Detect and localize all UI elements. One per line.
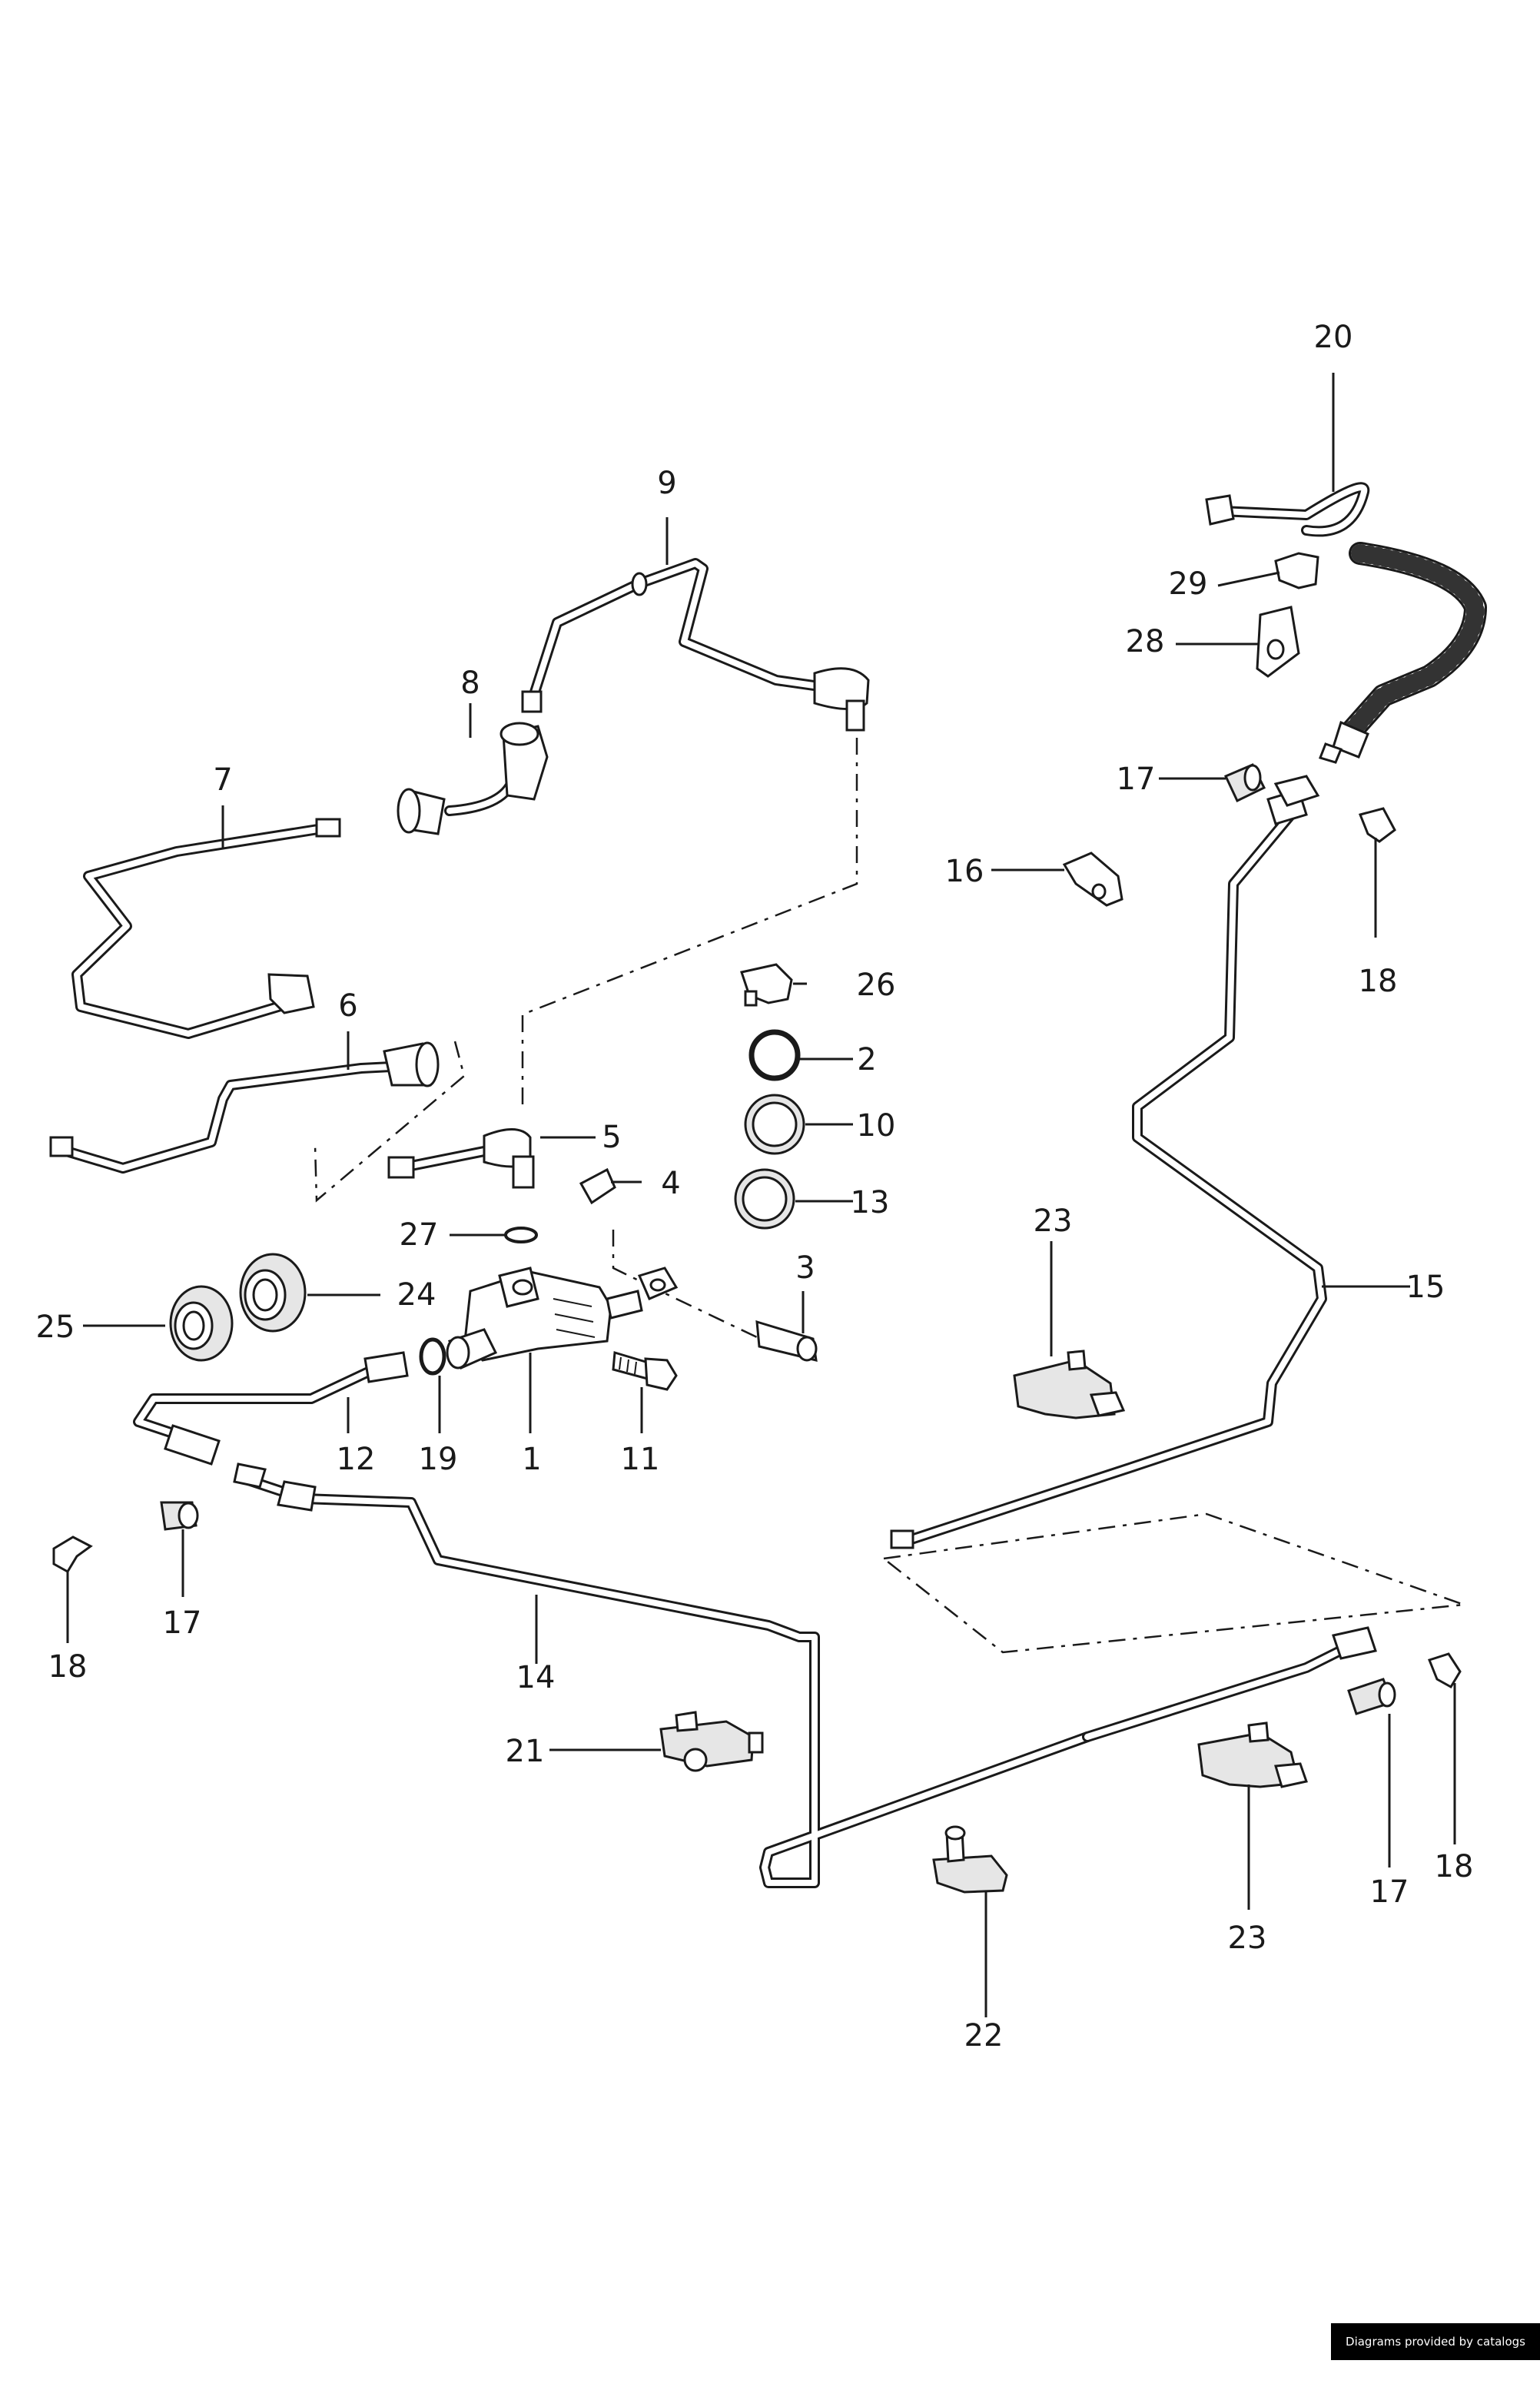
callout-16: 16: [945, 854, 984, 889]
bolt-oring: [419, 1337, 678, 1391]
callout-17-left: 17: [163, 1605, 202, 1641]
callout-1: 1: [522, 1442, 541, 1477]
callout-19: 19: [419, 1442, 458, 1477]
callout-13: 13: [851, 1185, 890, 1220]
pipe-12: [133, 1351, 409, 1466]
callout-22: 22: [964, 2018, 1004, 2053]
callout-18-top: 18: [1359, 964, 1398, 999]
leader-lines: [66, 373, 1456, 2017]
relation-lines: [314, 738, 1465, 1654]
pipe-9: [521, 558, 870, 732]
callout-10: 10: [857, 1108, 896, 1144]
clip-pin-oring: [504, 1167, 818, 1362]
nuts-clips: [52, 763, 1462, 1715]
callout-20: 20: [1314, 320, 1353, 355]
hose-20: [1205, 482, 1487, 764]
callout-numbers: 20 29 28 17 18 16 9 8 7 6 26 2 10 13 5 4…: [36, 320, 1474, 2053]
pipe-15: [890, 775, 1327, 1549]
callout-6: 6: [338, 988, 357, 1024]
hose-8: [397, 722, 549, 835]
cylinder-1: [446, 1267, 679, 1369]
credit-label: Diagrams provided by catalogs parts: [1331, 2323, 1540, 2385]
callout-14: 14: [516, 1660, 556, 1695]
callout-17-right: 17: [1370, 1874, 1409, 1910]
pipe-6: [49, 1041, 440, 1174]
callout-17-top: 17: [1117, 762, 1156, 797]
callout-7: 7: [213, 762, 232, 798]
clamps: [659, 1350, 1308, 1894]
callout-28: 28: [1126, 624, 1165, 659]
callout-11: 11: [621, 1442, 660, 1477]
callout-3: 3: [795, 1250, 815, 1286]
callout-2: 2: [857, 1042, 876, 1077]
callout-4: 4: [661, 1166, 680, 1201]
callout-27: 27: [400, 1217, 439, 1253]
callout-29: 29: [1169, 566, 1208, 602]
brackets-28-29: [1256, 552, 1319, 678]
fitting-5: [387, 1128, 535, 1189]
callout-5: 5: [602, 1120, 621, 1155]
callout-18-right: 18: [1435, 1849, 1474, 1884]
pipe-14: [233, 1462, 1377, 1888]
callout-8: 8: [460, 666, 480, 701]
callout-24: 24: [397, 1277, 436, 1313]
callout-15: 15: [1406, 1270, 1445, 1305]
callout-18-left: 18: [48, 1649, 88, 1685]
pipe-7: [71, 818, 341, 1039]
callout-23-top: 23: [1034, 1203, 1073, 1239]
seals-24-25: [169, 1253, 307, 1362]
callout-21: 21: [506, 1734, 545, 1769]
small-parts-right: [734, 963, 805, 1230]
callout-26: 26: [857, 968, 896, 1003]
bracket-16: [1062, 852, 1123, 907]
callout-25: 25: [36, 1310, 75, 1345]
callout-23-bottom: 23: [1228, 1921, 1267, 1956]
callout-12: 12: [337, 1442, 376, 1477]
callout-9: 9: [657, 466, 676, 501]
